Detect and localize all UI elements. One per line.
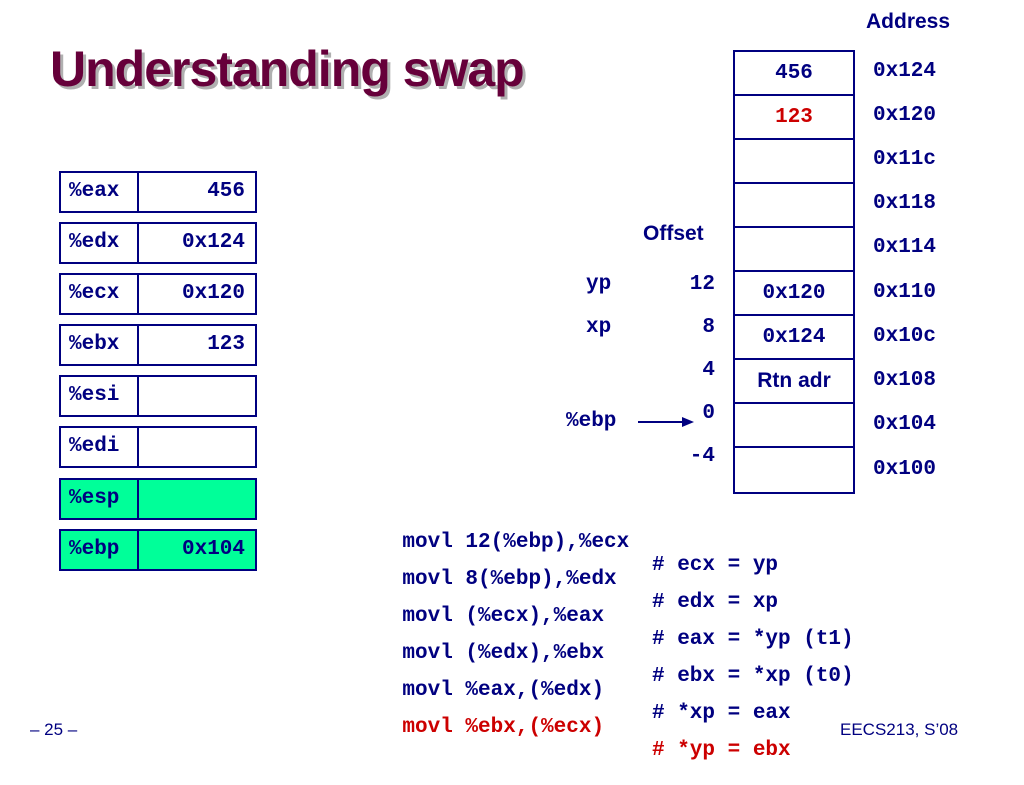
- stack-cell: [735, 448, 853, 492]
- code-instruction: movl %eax,(%edx): [402, 679, 605, 702]
- offset-label: 8: [702, 316, 715, 339]
- register-value: 456: [207, 180, 245, 203]
- register-ecx: %ecx 0x120: [59, 273, 257, 315]
- address-label: 0x118: [873, 192, 937, 215]
- code-comment: # *xp = eax: [652, 702, 791, 725]
- register-value: 0x104: [181, 538, 245, 561]
- stack-cell: [735, 184, 853, 228]
- stack-cell: 456: [735, 52, 853, 96]
- register-value: [139, 480, 255, 518]
- code-comment: # ecx = yp: [652, 554, 779, 577]
- slide-title: Understanding swap: [50, 41, 525, 97]
- code-instruction: movl (%ecx),%eax: [402, 605, 605, 628]
- offset-label: 4: [702, 359, 715, 382]
- code-line: movl (%ecx),%eax # eax = *yp (t1): [352, 582, 853, 674]
- stack-cell: 123: [735, 96, 853, 140]
- register-value: [139, 428, 255, 466]
- stack-cell: [735, 404, 853, 448]
- register-name: %edi: [61, 428, 139, 466]
- address-label: 0x100: [873, 458, 937, 481]
- offset-label: 12: [689, 273, 715, 296]
- code-instruction: movl 12(%ebp),%ecx: [402, 531, 630, 554]
- code-line: movl (%edx),%ebx # ebx = *xp (t0): [352, 619, 853, 711]
- course-label: EECS213, S’08: [840, 720, 959, 739]
- register-ebx: %ebx 123: [59, 324, 257, 366]
- offset-label: -4: [689, 445, 715, 468]
- address-label: 0x110: [873, 281, 937, 304]
- register-esp: %esp: [59, 478, 257, 520]
- code-line-current: movl %ebx,(%ecx) # *yp = ebx: [352, 693, 790, 785]
- address-label: 0x114: [873, 236, 937, 259]
- register-ebp: %ebp 0x104: [59, 529, 257, 571]
- stack-cell: [735, 228, 853, 272]
- register-eax: %eax 456: [59, 171, 257, 213]
- code-instruction: movl 8(%ebp),%edx: [402, 568, 617, 591]
- code-comment: # edx = xp: [652, 591, 779, 614]
- register-esi: %esi: [59, 375, 257, 417]
- stack-memory: 456 123 0x120 0x124 Rtn adr: [733, 50, 855, 494]
- stack-cell: 0x120: [735, 272, 853, 316]
- register-name: %edx: [61, 224, 139, 262]
- code-instruction: movl %ebx,(%ecx): [402, 716, 605, 739]
- yp-label: yp: [586, 273, 612, 296]
- ebp-arrow-icon: [638, 417, 694, 427]
- register-edx: %edx 0x124: [59, 222, 257, 264]
- code-comment: # *yp = ebx: [652, 739, 791, 762]
- address-label: 0x108: [873, 369, 937, 392]
- ebp-pointer-label: %ebp: [566, 410, 617, 433]
- code-comment: # eax = *yp (t1): [652, 628, 854, 651]
- register-value: 0x124: [181, 231, 245, 254]
- offset-header: Offset: [643, 222, 704, 245]
- code-instruction: movl (%edx),%ebx: [402, 642, 605, 665]
- address-label: 0x124: [873, 60, 937, 83]
- address-header: Address: [866, 10, 951, 33]
- stack-cell: [735, 140, 853, 184]
- offset-label: 0: [702, 402, 715, 425]
- register-value: 123: [207, 333, 245, 356]
- page-number: – 25 –: [30, 720, 78, 739]
- register-name: %ebp: [61, 531, 139, 569]
- register-name: %esp: [61, 480, 139, 518]
- address-label: 0x104: [873, 413, 937, 436]
- code-line: movl 8(%ebp),%edx # edx = xp: [352, 545, 778, 637]
- stack-cell: Rtn adr: [735, 360, 853, 404]
- code-comment: # ebx = *xp (t0): [652, 665, 854, 688]
- register-edi: %edi: [59, 426, 257, 468]
- register-name: %eax: [61, 173, 139, 211]
- register-value: [139, 377, 255, 415]
- xp-label: xp: [586, 316, 612, 339]
- register-name: %ebx: [61, 326, 139, 364]
- code-line: movl 12(%ebp),%ecx # ecx = yp: [352, 508, 778, 600]
- register-name: %ecx: [61, 275, 139, 313]
- register-value: 0x120: [181, 282, 245, 305]
- address-label: 0x120: [873, 104, 937, 127]
- code-line: movl %eax,(%edx) # *xp = eax: [352, 656, 790, 748]
- address-label: 0x10c: [873, 325, 937, 348]
- register-name: %esi: [61, 377, 139, 415]
- stack-cell: 0x124: [735, 316, 853, 360]
- address-label: 0x11c: [873, 148, 937, 171]
